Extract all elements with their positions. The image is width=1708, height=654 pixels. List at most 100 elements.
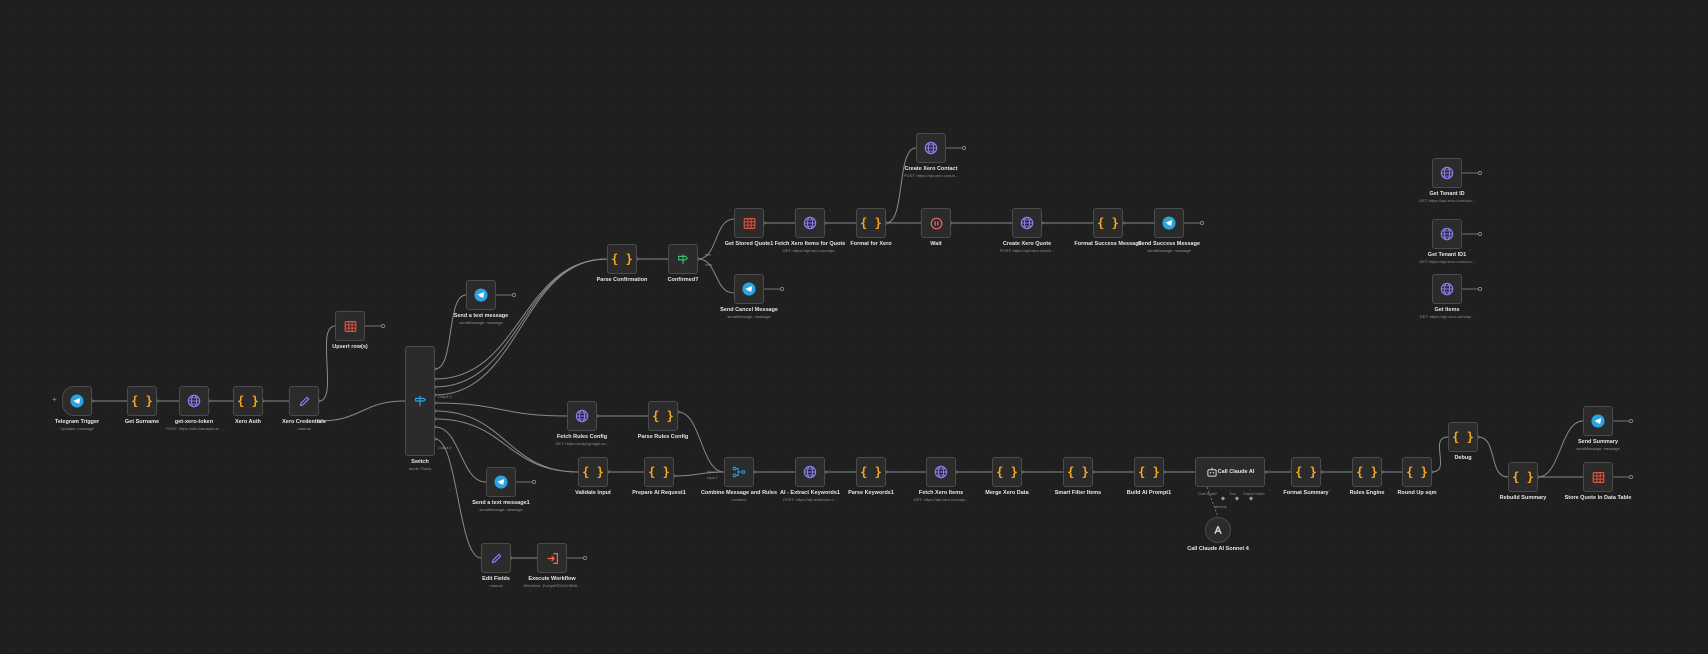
node-title: Xero Credentials: [282, 419, 326, 425]
node-build-ai-prompt1[interactable]: { }: [1134, 457, 1164, 487]
node-create-xero-quote[interactable]: [1012, 208, 1042, 238]
node-rebuild-summary[interactable]: { }: [1508, 462, 1538, 492]
add-node-handle[interactable]: [512, 293, 516, 297]
node-execute-workflow[interactable]: [537, 543, 567, 573]
node-switch[interactable]: [405, 346, 435, 456]
connection-xero-credentials-to-switch[interactable]: [318, 400, 406, 422]
node-call-claude-ai[interactable]: Call Claude AI: [1195, 457, 1265, 487]
connection-switch-to-parse-confirmation[interactable]: [434, 258, 608, 396]
connection-switch-to-send-text-message1[interactable]: [434, 426, 487, 483]
node-get-stored-quote1[interactable]: [734, 208, 764, 238]
node-title: Parse Keywords1: [848, 490, 894, 496]
node-title: Round Up sqm: [1397, 490, 1437, 496]
sub-node-port[interactable]: [1220, 496, 1226, 501]
sub-node-port[interactable]: [1248, 496, 1254, 501]
node-merge-xero-data[interactable]: { }: [992, 457, 1022, 487]
output-port[interactable]: [317, 419, 321, 423]
connection-switch-to-send-text-message[interactable]: [434, 294, 467, 370]
add-node-handle[interactable]: [1478, 287, 1482, 291]
node-telegram-trigger[interactable]: [62, 386, 92, 416]
node-validate-input[interactable]: { }: [578, 457, 608, 487]
add-node-handle[interactable]: [1478, 232, 1482, 236]
trigger-plus-icon[interactable]: +: [52, 395, 57, 404]
add-node-handle[interactable]: [583, 556, 587, 560]
node-title: Execute Workflow: [528, 576, 576, 582]
connection-prepare-ai-request1-to-combine-message-and-rules[interactable]: [673, 471, 725, 477]
node-fetch-xero-items-for-quote[interactable]: [795, 208, 825, 238]
globe-icon: [803, 465, 817, 479]
connection-chat-model[interactable]: [1206, 486, 1219, 518]
node-label: Rules Engine: [1317, 490, 1417, 497]
add-node-handle[interactable]: [532, 480, 536, 484]
node-smart-filter-items[interactable]: { }: [1063, 457, 1093, 487]
node-get-tenant-id1[interactable]: [1432, 219, 1462, 249]
node-send-text-message1[interactable]: [486, 467, 516, 497]
connection-parse-rules-config-to-combine-message-and-rules[interactable]: [677, 411, 725, 473]
node-ai-extract-keywords1[interactable]: [795, 457, 825, 487]
node-title: Get Tenant ID1: [1427, 252, 1467, 258]
connection-rebuild-summary-to-send-summary[interactable]: [1537, 420, 1584, 478]
node-xero-auth[interactable]: { }: [233, 386, 263, 416]
node-wait[interactable]: [921, 208, 951, 238]
connection-switch-to-edit-fields[interactable]: [434, 438, 482, 559]
node-debug[interactable]: { }: [1448, 422, 1478, 452]
node-title: Combine Message and Rules: [700, 490, 778, 496]
add-node-handle[interactable]: [1478, 171, 1482, 175]
node-parse-confirmation[interactable]: { }: [607, 244, 637, 274]
add-node-handle[interactable]: [1200, 221, 1204, 225]
connection-confirmed-to-get-stored-quote1[interactable]: [697, 218, 735, 260]
connection-switch-to-fetch-rules-config[interactable]: [434, 402, 568, 417]
node-combine-message-and-rules[interactable]: [724, 457, 754, 487]
code-icon: { }: [652, 409, 674, 423]
node-call-claude-ai-sonnet[interactable]: [1205, 517, 1231, 543]
node-format-summary[interactable]: { }: [1291, 457, 1321, 487]
add-node-handle[interactable]: [962, 146, 966, 150]
node-round-up-sqm[interactable]: { }: [1402, 457, 1432, 487]
node-title: Format Summary: [1283, 490, 1329, 496]
node-get-surname[interactable]: { }: [127, 386, 157, 416]
node-store-quote-in-data-table[interactable]: [1583, 462, 1613, 492]
node-subtitle: POST: https://api.xero.com/a...: [903, 172, 959, 178]
connection-format-for-xero-to-create-xero-contact[interactable]: [885, 147, 917, 224]
add-node-handle[interactable]: [780, 287, 784, 291]
add-node-handle[interactable]: [381, 324, 385, 328]
merge-icon: [732, 465, 746, 479]
node-edit-fields[interactable]: [481, 543, 511, 573]
node-confirmed[interactable]: [668, 244, 698, 274]
connection-debug-to-rebuild-summary[interactable]: [1477, 436, 1509, 478]
node-format-for-xero[interactable]: { }: [856, 208, 886, 238]
node-send-cancel-message[interactable]: [734, 274, 764, 304]
connection-round-up-sqm-to-debug[interactable]: [1431, 436, 1449, 473]
add-node-handle[interactable]: [1629, 419, 1633, 423]
code-icon: { }: [611, 252, 633, 266]
node-title: Store Quote In Data Table: [1564, 495, 1632, 501]
node-send-summary[interactable]: [1583, 406, 1613, 436]
node-format-success-message[interactable]: { }: [1093, 208, 1123, 238]
add-node-handle[interactable]: [1629, 475, 1633, 479]
node-upsert-row[interactable]: [335, 311, 365, 341]
connection-switch-to-validate-input[interactable]: [434, 418, 579, 473]
node-create-xero-contact[interactable]: [916, 133, 946, 163]
node-subtitle: mode: Rules: [408, 465, 432, 471]
connection-xero-credentials-to-upsert-row[interactable]: [318, 325, 336, 402]
node-parse-rules-config[interactable]: { }: [648, 401, 678, 431]
node-fetch-xero-items[interactable]: [926, 457, 956, 487]
node-prepare-ai-request1[interactable]: { }: [644, 457, 674, 487]
code-icon: { }: [1406, 465, 1428, 479]
node-xero-credentials[interactable]: [289, 386, 319, 416]
node-get-xero-token[interactable]: [179, 386, 209, 416]
node-get-tenant-id[interactable]: [1432, 158, 1462, 188]
node-send-success-message[interactable]: [1154, 208, 1184, 238]
node-get-items[interactable]: [1432, 274, 1462, 304]
node-parse-keywords1[interactable]: { }: [856, 457, 886, 487]
node-send-text-message[interactable]: [466, 280, 496, 310]
node-fetch-rules-config[interactable]: [567, 401, 597, 431]
node-rules-engine[interactable]: { }: [1352, 457, 1382, 487]
sub-node-port[interactable]: [1234, 496, 1240, 501]
connection-confirmed-to-send-cancel-message[interactable]: [697, 258, 735, 294]
node-subtitle: sendMessage: message: [459, 319, 503, 325]
